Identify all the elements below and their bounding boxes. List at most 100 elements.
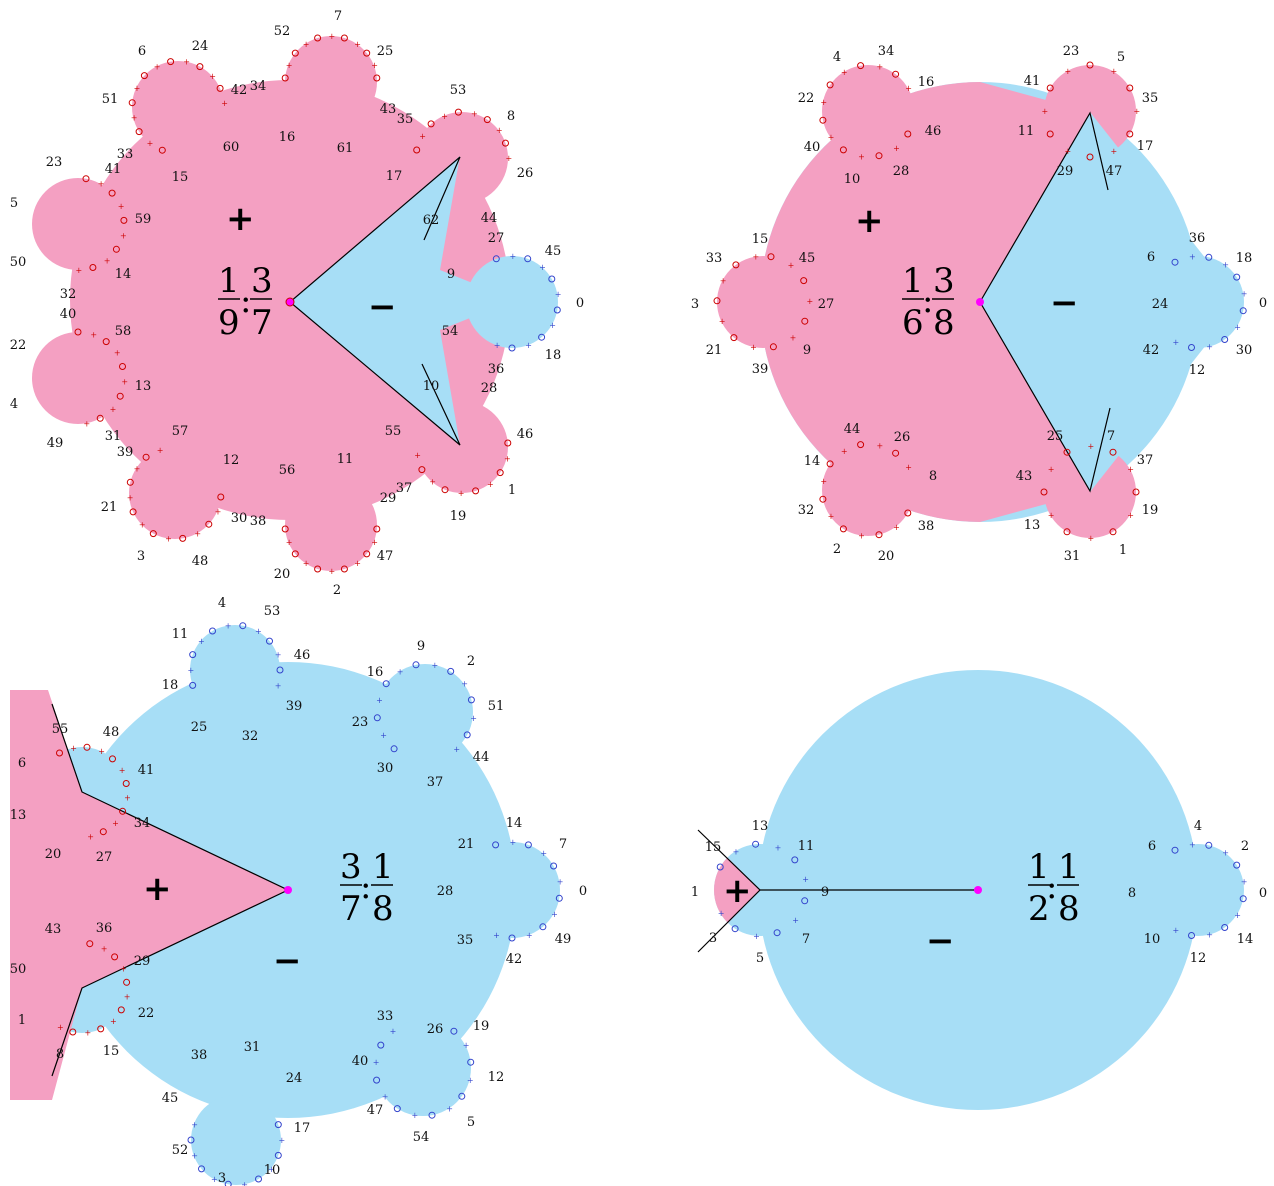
boundary-marker-circle [393, 1105, 401, 1113]
boundary-marker-circle [447, 667, 455, 675]
boundary-marker-circle [752, 840, 760, 848]
boundary-marker-plus: + [753, 253, 760, 262]
boundary-marker-plus: + [494, 341, 501, 350]
angle-label: 12 [1190, 951, 1207, 966]
boundary-marker-circle [892, 449, 900, 457]
boundary-marker-plus: + [1241, 877, 1248, 886]
boundary-marker-plus: + [893, 523, 900, 532]
boundary-marker-circle [83, 743, 91, 751]
boundary-marker-circle [1171, 258, 1179, 266]
boundary-marker-plus: + [539, 263, 546, 272]
boundary-marker-circle [819, 495, 827, 503]
boundary-marker-circle [99, 828, 107, 836]
angle-label: 12 [488, 1070, 505, 1085]
angle-label: 36 [96, 921, 113, 936]
boundary-marker-plus: + [165, 534, 172, 543]
fraction: 1 6 : 3 8 [902, 261, 955, 343]
boundary-marker-plus: + [858, 152, 865, 161]
fraction-a-numerator: 3 [340, 847, 362, 887]
fraction-a-denominator: 9 [218, 303, 240, 343]
fraction-a-denominator: 2 [1028, 889, 1050, 929]
angle-label: 45 [545, 244, 562, 259]
boundary-marker-circle [1233, 273, 1241, 281]
fraction-b-numerator: 1 [1058, 847, 1080, 887]
boundary-marker-plus: + [877, 62, 884, 71]
boundary-marker-circle [108, 189, 116, 197]
boundary-marker-plus: + [555, 290, 562, 299]
boundary-marker-plus: + [255, 627, 262, 636]
boundary-marker-plus: + [101, 944, 108, 953]
angle-label: 49 [47, 436, 64, 451]
boundary-marker-plus: + [194, 529, 201, 538]
boundary-marker-plus: + [775, 843, 782, 852]
boundary-marker-circle [1188, 932, 1195, 939]
boundary-marker-plus: + [506, 154, 513, 163]
boundary-marker-plus: + [329, 567, 336, 576]
boundary-marker-plus: + [1088, 534, 1095, 543]
boundary-marker-plus: + [154, 62, 161, 71]
panel-3: 3 7 : 1 8 + − ++++++++++++++++++++++++++… [10, 596, 587, 1186]
angle-label: 20 [45, 847, 62, 862]
boundary-markers: +++++++++++++++++++++++++++++++++++++++ [713, 61, 1247, 543]
boundary-marker-circle [239, 622, 247, 630]
boundary-marker-circle [363, 550, 371, 558]
boundary-marker-circle [149, 530, 157, 538]
angle-label: 43 [1016, 469, 1033, 484]
angle-label: 28 [437, 884, 454, 899]
boundary-marker-circle [255, 1175, 262, 1183]
boundary-marker-circle [1205, 841, 1213, 849]
angle-label: 58 [115, 324, 132, 339]
boundary-marker-plus: + [382, 1092, 389, 1101]
boundary-marker-circle [454, 108, 462, 116]
boundary-marker-plus: + [802, 875, 809, 884]
angle-label: 7 [1107, 429, 1115, 444]
boundary-marker-plus: + [121, 378, 128, 387]
angle-label: 20 [878, 549, 895, 564]
angle-label: 4 [218, 596, 226, 611]
boundary-marker-plus: + [510, 838, 517, 847]
angle-label: 22 [798, 91, 815, 106]
angle-label: 24 [286, 1071, 303, 1086]
boundary-marker-circle [373, 714, 381, 722]
boundary-marker-circle [539, 923, 547, 931]
angle-label: 3 [691, 297, 699, 312]
angle-label: 39 [286, 699, 303, 714]
boundary-marker-plus: + [841, 447, 848, 456]
boundary-marker-plus: + [828, 512, 835, 521]
angle-label: 41 [138, 763, 155, 778]
boundary-marker-circle [463, 731, 471, 739]
minus-sign: − [368, 287, 397, 327]
boundary-marker-circle [875, 531, 883, 539]
boundary-marker-plus: + [390, 1027, 397, 1036]
boundary-marker-circle [504, 439, 512, 447]
angle-label: 19 [450, 509, 467, 524]
angle-label: 23 [1063, 44, 1080, 59]
boundary-marker-plus: + [268, 1165, 275, 1174]
boundary-marker-circle [281, 525, 289, 533]
fraction: 1 2 : 1 8 [1028, 847, 1080, 929]
boundary-marker-circle [69, 1028, 77, 1036]
boundary-marker-circle [467, 1058, 475, 1066]
angle-label: 12 [1189, 363, 1206, 378]
boundary-marker-circle [96, 414, 104, 422]
angle-label: 9 [803, 343, 811, 358]
boundary-marker-circle [524, 841, 532, 849]
boundary-marker-circle [82, 175, 90, 183]
boundary-marker-plus: + [98, 747, 105, 756]
positive-region [717, 65, 1136, 538]
boundary-marker-circle [1086, 61, 1094, 69]
angle-label: 17 [386, 169, 403, 184]
angle-label: 10 [1144, 932, 1161, 947]
angle-label: 33 [117, 147, 134, 162]
fraction-b-denominator: 8 [372, 889, 394, 929]
boundary-marker-circle [769, 343, 777, 351]
boundary-marker-plus: + [147, 139, 154, 148]
angle-label: 8 [1128, 886, 1136, 901]
boundary-marker-plus: + [525, 341, 532, 350]
angle-label: 54 [442, 324, 459, 339]
angle-label: 35 [1142, 91, 1159, 106]
boundary-lines [697, 829, 978, 953]
angle-label: 6 [138, 44, 146, 59]
